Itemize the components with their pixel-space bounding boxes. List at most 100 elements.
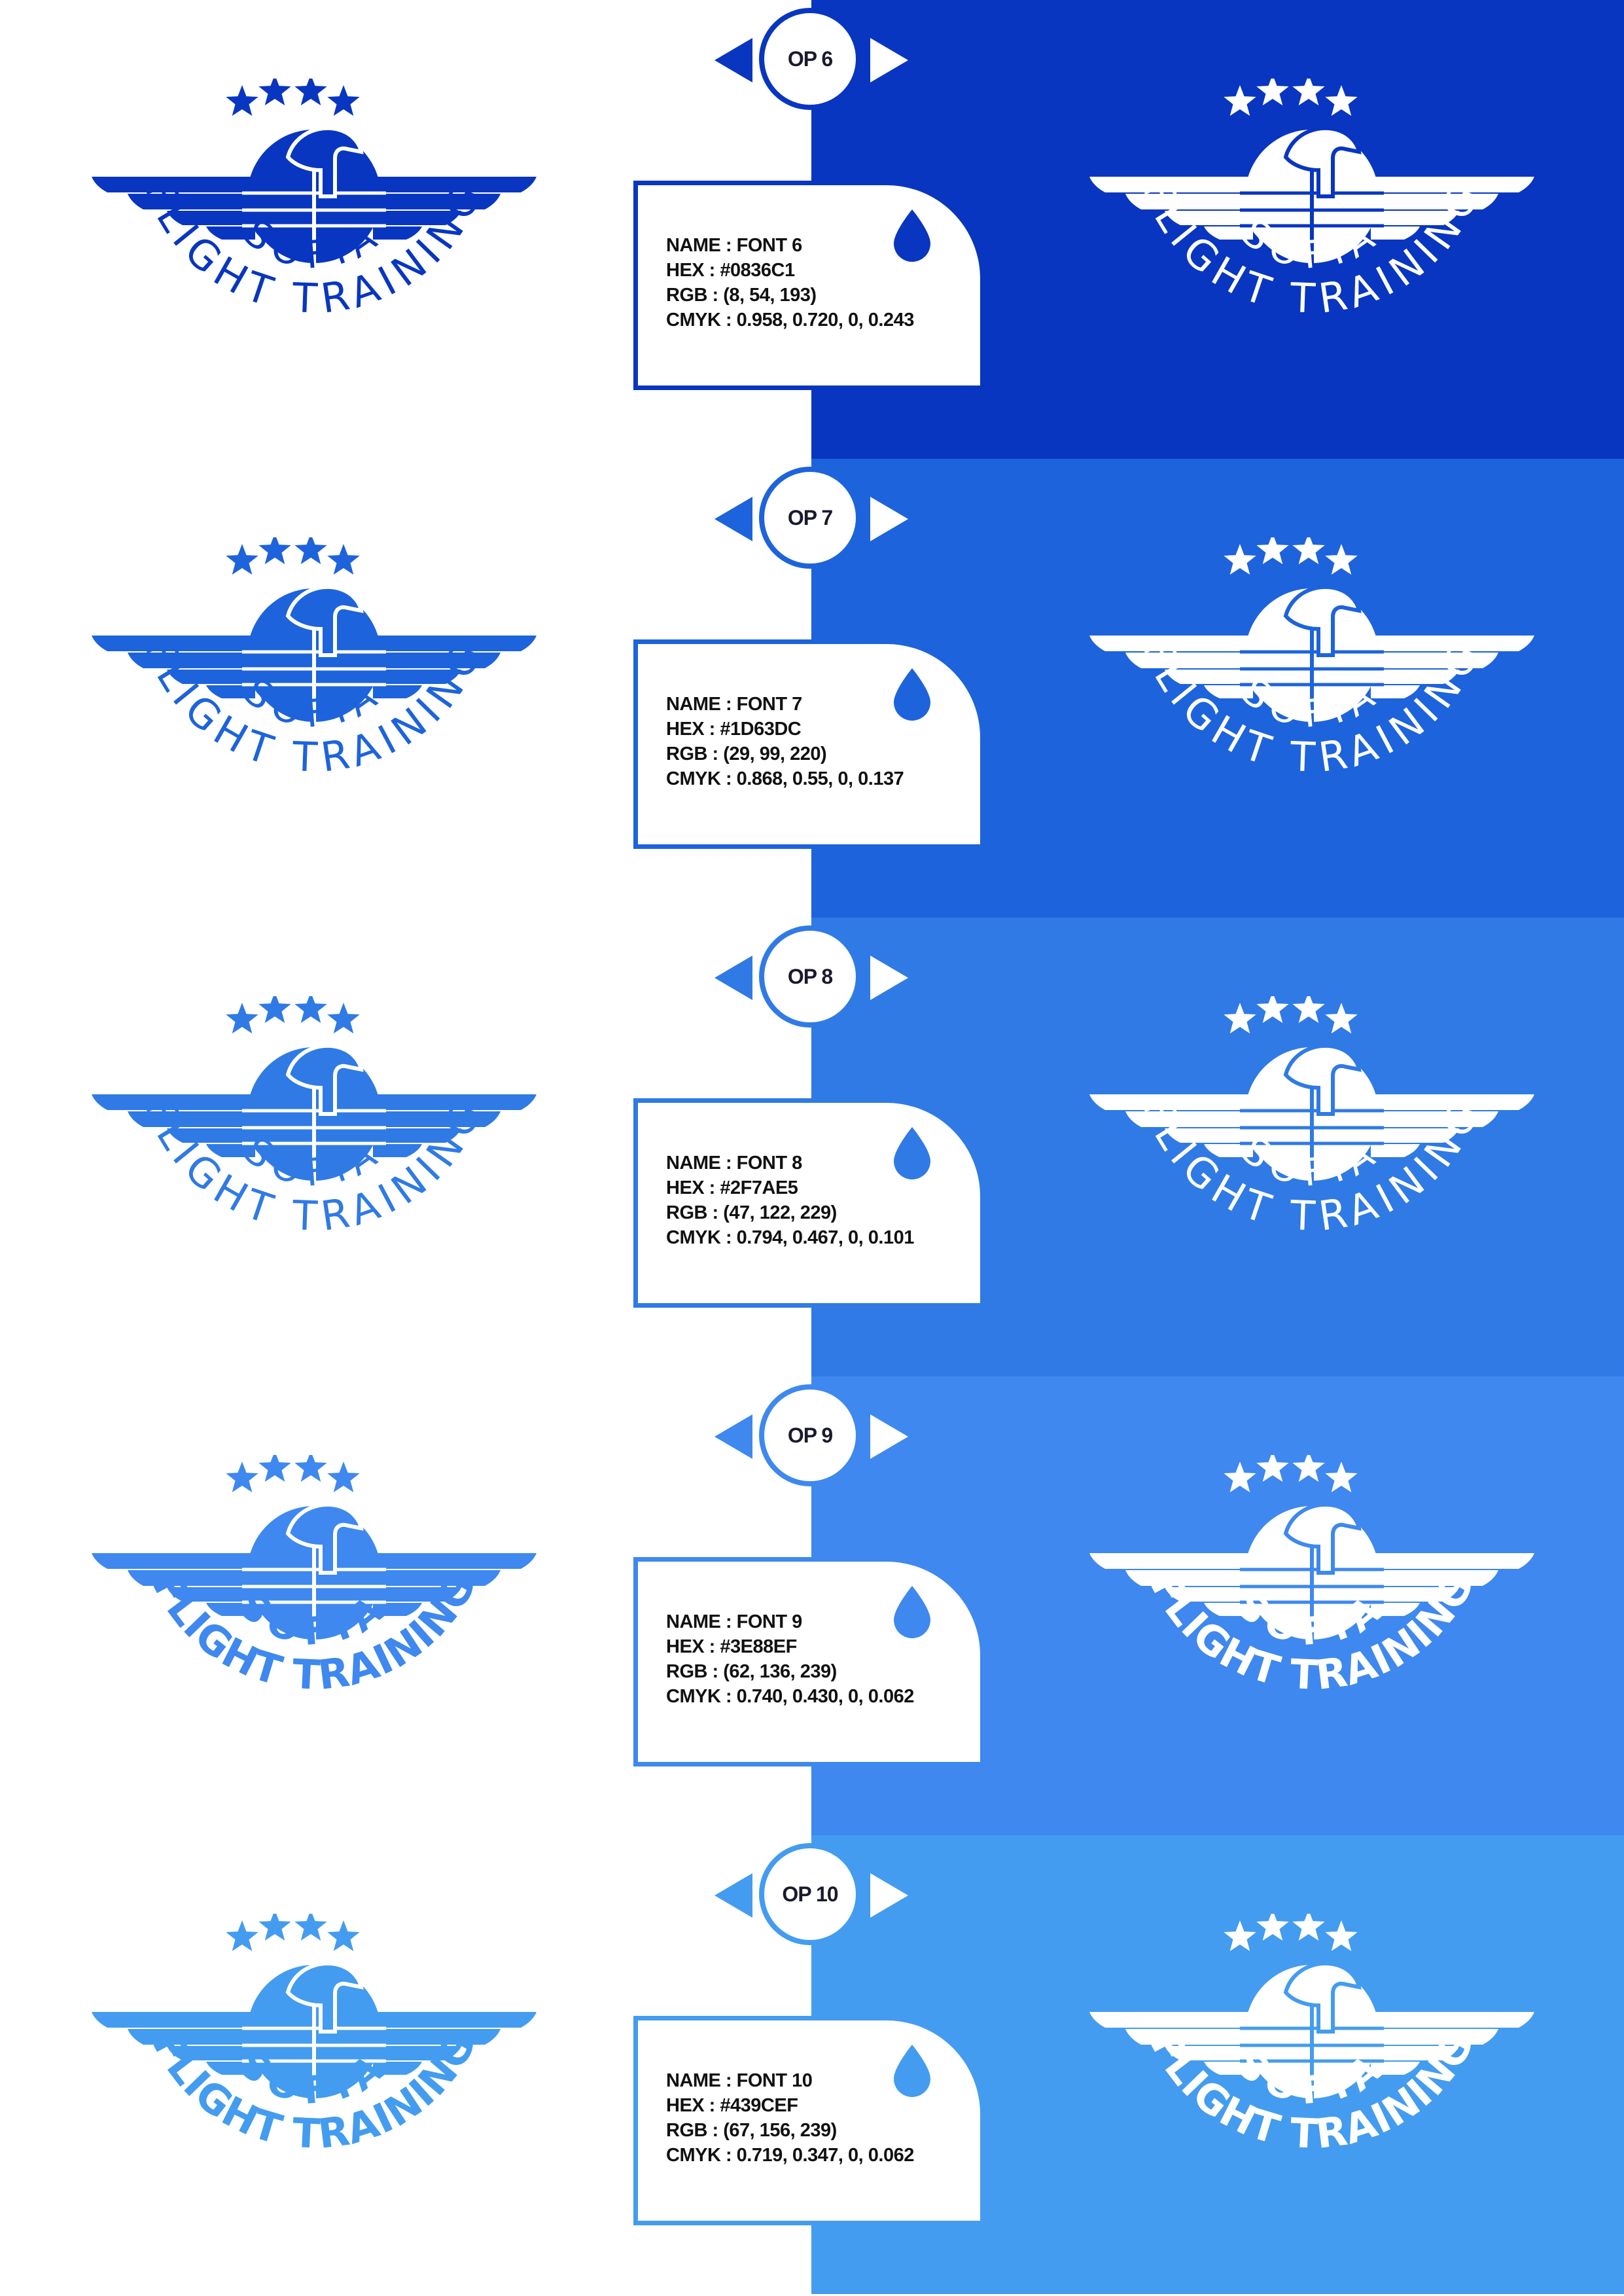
star-icon <box>1256 1455 1289 1482</box>
next-arrow-icon[interactable] <box>870 954 909 1001</box>
option-badge: OP 8 <box>759 925 861 1028</box>
color-drop-icon <box>894 1586 930 1638</box>
star-icon <box>1325 1003 1358 1033</box>
eagle-head-icon <box>1283 126 1362 198</box>
wings-icon <box>1089 1553 1534 1616</box>
option-badge-label: OP 7 <box>787 505 833 529</box>
wings-icon <box>92 177 537 240</box>
next-arrow-icon[interactable] <box>870 37 909 84</box>
wings-icon <box>92 636 537 698</box>
option-badge-label: OP 6 <box>787 46 833 71</box>
star-icon <box>1292 79 1325 105</box>
spec-rgb: RGB : (62, 136, 239) <box>666 1661 837 1682</box>
color-spec-text: NAME : FONT 7 HEX : #1D63DC RGB : (29, 9… <box>666 692 904 791</box>
star-icon <box>1292 996 1325 1023</box>
wings-icon <box>1089 636 1534 698</box>
star-icon <box>1224 85 1256 116</box>
star-icon <box>294 996 327 1023</box>
star-icon <box>294 79 327 105</box>
color-spec-card <box>633 639 985 849</box>
star-icon <box>327 85 360 116</box>
star-icon <box>1224 1462 1256 1492</box>
spec-name: NAME : FONT 6 <box>666 235 802 256</box>
spec-hex: HEX : #0836C1 <box>666 260 795 281</box>
wings-icon <box>1089 1094 1534 1157</box>
eagle-head-icon <box>1283 1502 1362 1575</box>
next-arrow-icon[interactable] <box>870 1413 909 1460</box>
color-drop-icon <box>894 1127 930 1179</box>
spec-hex: HEX : #1D63DC <box>666 719 802 740</box>
star-icon <box>226 544 258 575</box>
previous-arrow-icon[interactable] <box>713 495 752 543</box>
previous-arrow-icon[interactable] <box>713 954 752 1001</box>
color-spec-card <box>633 2016 985 2225</box>
star-icon <box>1224 1003 1256 1033</box>
previous-arrow-icon[interactable] <box>713 1872 752 1919</box>
star-icon <box>294 1914 327 1941</box>
color-spec-text: NAME : FONT 8 HEX : #2F7AE5 RGB : (47, 1… <box>666 1151 914 1250</box>
spec-cmyk: CMYK : 0.740, 0.430, 0, 0.062 <box>666 1686 914 1707</box>
option-badge: OP 7 <box>759 467 861 569</box>
option-badge: OP 6 <box>759 8 861 110</box>
color-spec-text: NAME : FONT 10 HEX : #439CEF RGB : (67, … <box>666 2068 914 2168</box>
spec-cmyk: CMYK : 0.794, 0.467, 0, 0.101 <box>666 1227 914 1248</box>
star-icon <box>1292 1914 1325 1941</box>
star-icon <box>327 544 360 575</box>
option-badge: OP 9 <box>759 1384 861 1486</box>
star-icon <box>294 537 327 564</box>
previous-arrow-icon[interactable] <box>713 37 752 84</box>
spec-rgb: RGB : (8, 54, 193) <box>666 285 817 306</box>
spec-hex: HEX : #439CEF <box>666 2095 798 2116</box>
previous-arrow-icon[interactable] <box>713 1413 752 1460</box>
star-icon <box>1224 544 1256 575</box>
star-icon <box>1325 85 1358 116</box>
color-spec-card <box>633 1557 985 1767</box>
wings-icon <box>92 2012 537 2075</box>
eagle-head-icon <box>285 1043 364 1116</box>
eagle-head-icon <box>1283 584 1362 657</box>
spec-name: NAME : FONT 8 <box>666 1153 802 1174</box>
color-spec-text: NAME : FONT 9 HEX : #3E88EF RGB : (62, 1… <box>666 1609 914 1709</box>
star-icon <box>327 1003 360 1033</box>
spec-name: NAME : FONT 9 <box>666 1611 802 1632</box>
star-icon <box>1325 1920 1358 1951</box>
star-icon <box>258 79 291 105</box>
spec-rgb: RGB : (47, 122, 229) <box>666 1202 837 1223</box>
star-icon <box>1224 1920 1256 1951</box>
eagle-head-icon <box>285 1961 364 2034</box>
color-drop-icon <box>894 668 930 721</box>
eagle-head-icon <box>1283 1043 1362 1116</box>
next-arrow-icon[interactable] <box>870 495 909 543</box>
option-badge-label: OP 10 <box>782 1882 838 1906</box>
eagle-head-icon <box>285 584 364 657</box>
eagle-head-icon <box>1283 1961 1362 2034</box>
spec-name: NAME : FONT 10 <box>666 2070 813 2091</box>
star-icon <box>1325 544 1358 575</box>
star-icon <box>258 537 291 564</box>
star-icon <box>327 1920 360 1951</box>
next-arrow-icon[interactable] <box>870 1872 909 1919</box>
wings-icon <box>1089 2012 1534 2075</box>
option-badge: OP 10 <box>759 1843 861 1945</box>
wings-icon <box>92 1553 537 1616</box>
eagle-head-icon <box>285 126 364 198</box>
eagle-head-icon <box>285 1502 364 1575</box>
star-icon <box>1325 1462 1358 1492</box>
star-icon <box>226 85 258 116</box>
color-spec-card <box>633 181 985 390</box>
star-icon <box>258 996 291 1023</box>
spec-name: NAME : FONT 7 <box>666 694 802 715</box>
star-icon <box>327 1462 360 1492</box>
